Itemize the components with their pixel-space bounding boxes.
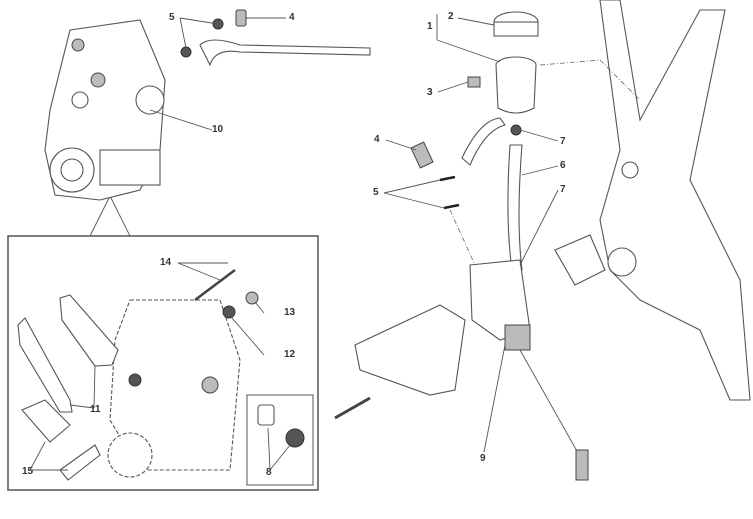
pad-pin: [194, 269, 236, 301]
rear-caliper: [44, 19, 166, 201]
callout-8: 8: [266, 467, 272, 478]
callout-7: 7: [560, 184, 566, 195]
callout-5: 5: [373, 187, 379, 198]
callout-15: 15: [22, 466, 34, 477]
callout-11: 11: [90, 404, 101, 415]
callout-6: 6: [560, 160, 566, 171]
callout-7: 7: [560, 136, 566, 147]
master-cylinder: [469, 259, 589, 481]
frame-section: [599, 0, 751, 401]
fluid-reservoir: [493, 11, 539, 114]
callout-10: 10: [212, 124, 224, 135]
brake-hose-rear: [199, 39, 371, 67]
detail-inset-frame: [7, 235, 319, 491]
callout-9: 9: [480, 453, 486, 464]
callout-4: 4: [289, 12, 295, 23]
callout-13: 13: [284, 307, 296, 318]
callout-3: 3: [427, 87, 433, 98]
pad-spring: [21, 399, 71, 443]
callout-1: 1: [427, 21, 433, 32]
callout-4: 4: [374, 134, 380, 145]
brake-pad-outer: [17, 317, 73, 413]
bleed-screw: [235, 9, 247, 27]
callout-14: 14: [160, 257, 172, 268]
callout-5: 5: [169, 12, 175, 23]
callout-12: 12: [284, 349, 296, 360]
brake-pad-inner: [59, 294, 119, 367]
callout-2: 2: [448, 11, 454, 22]
bushing-inset-frame: [246, 394, 314, 486]
reservoir-hose: [507, 144, 523, 271]
master-cylinder-bracket: [354, 304, 466, 396]
